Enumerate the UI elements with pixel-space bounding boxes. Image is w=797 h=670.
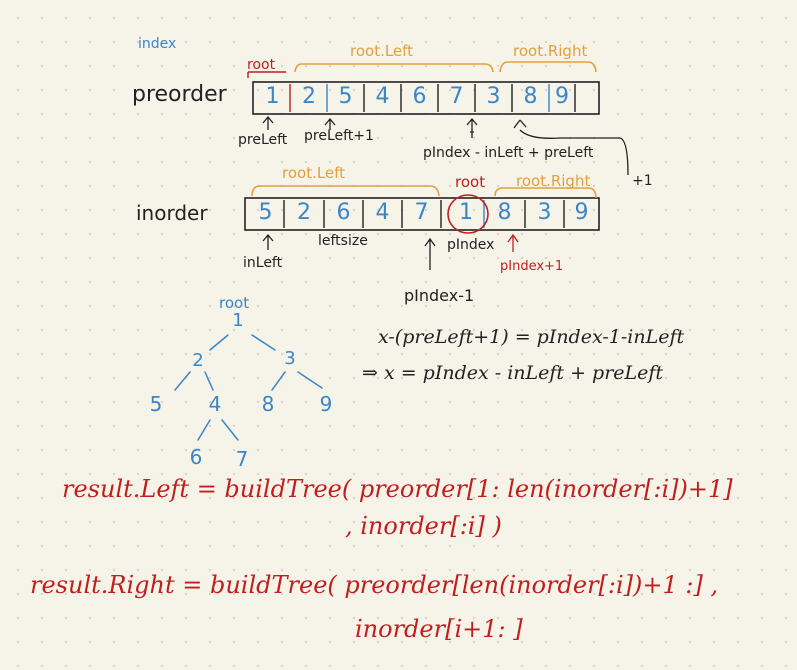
preleft-label: preLeft — [238, 132, 288, 148]
pindex-label: pIndex — [447, 237, 495, 253]
preorder-cell: 6 — [412, 84, 427, 109]
preleft-plus-label: preLeft+1 — [304, 128, 374, 144]
preorder-left-label: root.Left — [350, 42, 414, 60]
inorder-cell: 6 — [336, 200, 351, 225]
inorder-cell: 8 — [497, 200, 512, 225]
tree-node: 3 — [284, 348, 296, 369]
inorder-label: inorder — [136, 201, 208, 225]
inorder-root-label: root — [455, 173, 486, 191]
index-label: index — [138, 36, 177, 52]
inorder-cell: 2 — [297, 200, 311, 225]
inorder-right-label: root.Right — [516, 172, 591, 190]
equation-1: x-(preLeft+1) = pIndex-1-inLeft — [378, 326, 685, 348]
inorder-cell: 4 — [375, 200, 390, 225]
preorder-cell: 9 — [555, 84, 569, 109]
preorder-cell: 2 — [302, 84, 316, 109]
plus-one-label: +1 — [632, 173, 653, 189]
inorder-cell: 5 — [258, 200, 273, 225]
pindex-plus-label: pIndex+1 — [500, 259, 564, 274]
inorder-root-circle — [447, 194, 489, 234]
preorder-left-bracket — [294, 63, 494, 73]
right-start-label: pIndex - inLeft + preLeft — [423, 145, 594, 161]
preorder-cell: 4 — [375, 84, 390, 109]
tree-edges — [174, 334, 323, 441]
inorder-cell: 1 — [459, 200, 473, 225]
pindex-minus-label: pIndex-1 — [404, 286, 475, 305]
tree-node: 5 — [149, 392, 163, 416]
inorder-arrows — [262, 233, 436, 270]
inorder-array-box — [244, 197, 600, 231]
preorder-right-bracket — [499, 61, 597, 73]
pindex-plus-arrow — [507, 233, 519, 252]
inorder-right-bracket — [494, 187, 597, 199]
preorder-arrows — [262, 115, 629, 176]
preorder-cell: 7 — [449, 84, 464, 109]
tree-node: 9 — [319, 392, 333, 416]
code-line-4: inorder[i+1: ] — [355, 615, 523, 643]
preorder-right-label: root.Right — [513, 42, 588, 60]
tree-node: 7 — [235, 447, 249, 471]
inorder-cell: 7 — [414, 200, 429, 225]
tree-root-label: root — [219, 294, 250, 312]
inorder-cell: 9 — [574, 200, 589, 225]
tree-node: 2 — [192, 350, 204, 371]
inorder-left-bracket — [251, 185, 440, 197]
preorder-cell-dividers — [289, 84, 576, 112]
inorder-left-label: root.Left — [282, 164, 346, 182]
tree-node: 1 — [232, 310, 244, 331]
inleft-label: inLeft — [243, 255, 283, 271]
preorder-cell: 8 — [523, 84, 538, 109]
tree-node: 4 — [208, 392, 222, 416]
equation-2: ⇒ x = pIndex - inLeft + preLeft — [362, 362, 664, 384]
code-line-1: result.Left = buildTree( preorder[1: len… — [62, 475, 733, 503]
inorder-cell: 3 — [537, 200, 552, 225]
tree-node: 6 — [189, 445, 203, 469]
leftsize-label: leftsize — [318, 233, 368, 249]
preorder-cell: 1 — [265, 84, 280, 109]
preorder-cell: 3 — [486, 84, 501, 109]
code-line-3: result.Right = buildTree( preorder[len(i… — [30, 571, 719, 599]
inorder-cell-dividers — [283, 200, 565, 228]
preorder-label: preorder — [132, 82, 227, 107]
code-line-2: , inorder[:i] ) — [345, 512, 502, 540]
preorder-array-box — [252, 81, 600, 115]
preorder-root-mark — [247, 71, 286, 78]
preorder-cell: 5 — [338, 84, 353, 109]
tree-node: 8 — [261, 392, 275, 416]
preorder-root-label: root — [247, 57, 276, 73]
